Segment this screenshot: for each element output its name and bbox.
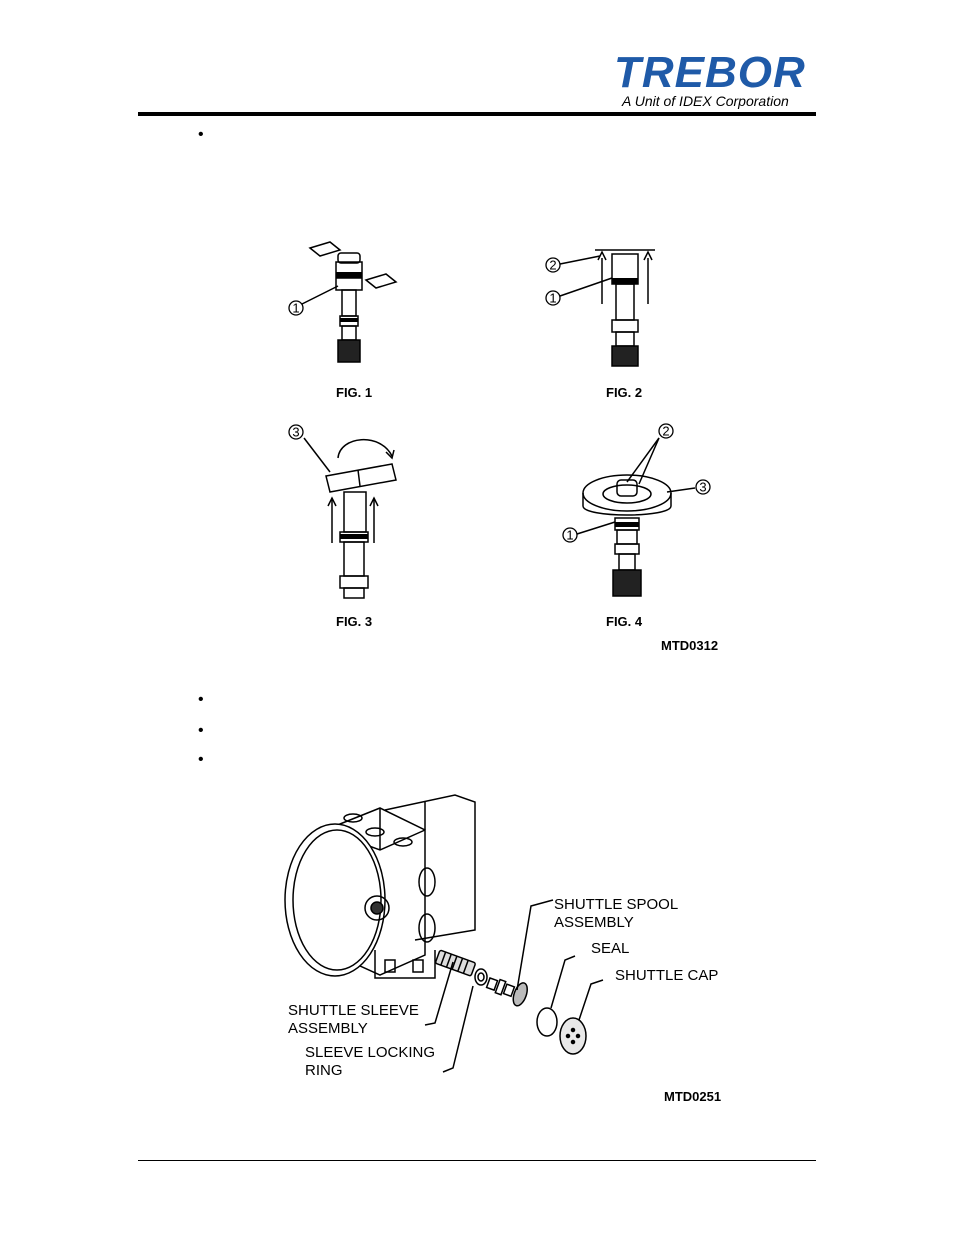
header-rule bbox=[138, 112, 816, 116]
fig3-caption: FIG. 3 bbox=[336, 614, 373, 629]
fig2-drawing: 2 1 bbox=[545, 249, 655, 367]
label-shuttle-spool-assembly: SHUTTLE SPOOL ASSEMBLY bbox=[554, 896, 679, 931]
fig3-callout-3: 3 bbox=[292, 425, 299, 440]
fig3-drawing: 3 bbox=[288, 424, 397, 599]
logo-wordmark: TREBOR bbox=[614, 48, 806, 97]
fig4-callout-3: 3 bbox=[699, 480, 706, 495]
fig4-drawing: 2 3 1 bbox=[562, 423, 711, 597]
figure-code-mtd0251: MTD0251 bbox=[664, 1089, 722, 1104]
fig1-caption: FIG. 1 bbox=[336, 385, 373, 400]
fig1-drawing: 1 bbox=[288, 241, 398, 363]
bullet-3: • bbox=[198, 722, 204, 739]
fig1-callout-1: 1 bbox=[292, 301, 299, 316]
fig2-caption: FIG. 2 bbox=[606, 385, 643, 400]
fig2-callout-2: 2 bbox=[549, 258, 556, 273]
fig4-caption: FIG. 4 bbox=[606, 614, 643, 629]
trebor-logo: TREBOR A Unit of IDEX Corporation bbox=[610, 50, 820, 112]
bullet-4: • bbox=[198, 751, 204, 768]
bullet-1: • bbox=[198, 126, 204, 143]
label-seal: SEAL bbox=[591, 940, 630, 957]
label-shuttle-sleeve-assembly: SHUTTLE SLEEVE ASSEMBLY bbox=[288, 1002, 419, 1037]
label-shuttle-cap: SHUTTLE CAP bbox=[615, 967, 719, 984]
bullet-2: • bbox=[198, 691, 204, 708]
pump-exploded-assembly bbox=[284, 794, 604, 1073]
logo-subtitle: A Unit of IDEX Corporation bbox=[622, 93, 789, 109]
fig4-callout-2: 2 bbox=[662, 424, 669, 439]
footer-rule bbox=[138, 1160, 816, 1161]
fig4-callout-1: 1 bbox=[566, 528, 573, 543]
figure-code-mtd0312: MTD0312 bbox=[661, 638, 719, 653]
fig2-callout-1: 1 bbox=[549, 291, 556, 306]
label-sleeve-locking-ring: SLEEVE LOCKING RING bbox=[305, 1044, 436, 1079]
